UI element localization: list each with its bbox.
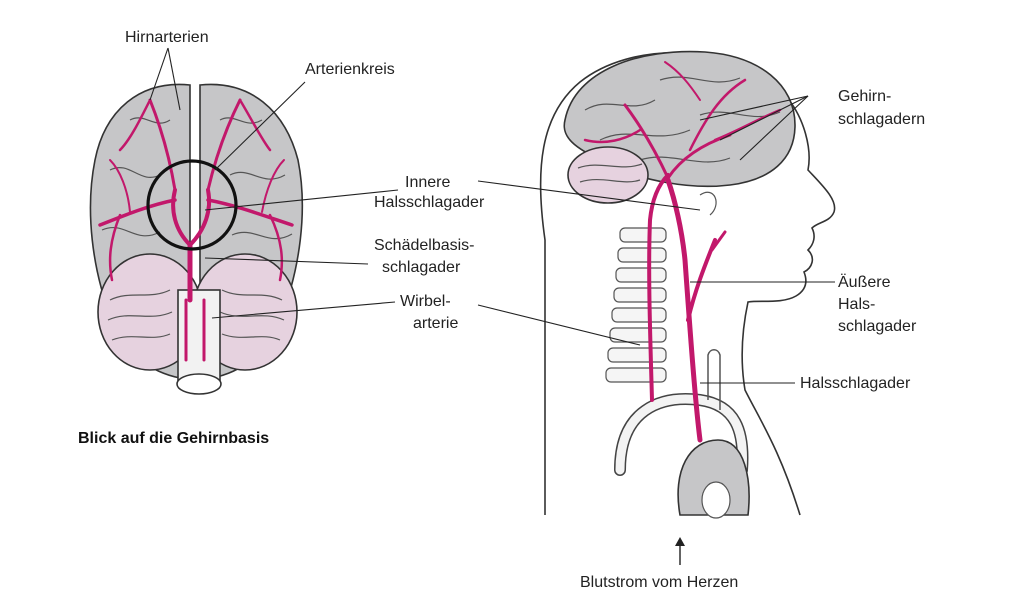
side-cerebellum [567,146,649,204]
label-carotid: Halsschlagader [800,375,911,392]
label-internal-carotid-1: Innere [405,174,450,191]
arrow-up-icon [675,537,685,565]
label-cerebral-arteries: Hirnarterien [125,29,209,46]
brainstem [177,289,221,383]
caption-brain-base: Blick auf die Gehirnbasis [78,430,269,447]
head-profile-illustration [539,50,836,519]
right-leaders [477,95,835,384]
label-blood-flow: Blutstrom vom Herzen [580,574,738,591]
label-basilar-1: Schädelbasis- [374,237,475,254]
label-basilar-2: schlagader [382,259,461,276]
left-leaders [149,47,399,319]
label-external-carotid-1: Äußere [838,273,891,291]
label-arterial-circle: Arterienkreis [305,61,395,78]
label-vertebral-2: arterie [413,315,458,332]
label-vertebral-1: Wirbel- [400,293,451,310]
label-external-carotid-3: schlagader [838,318,917,335]
brain-base-illustration [89,83,304,395]
spinal-cord-section [176,373,222,395]
heart [677,439,750,516]
arterial-circle-ring [146,159,238,251]
label-external-carotid-2: Hals- [838,296,875,313]
label-internal-carotid-2: Halsschlagader [374,194,485,211]
label-brain-arteries-1: Gehirn- [838,88,891,105]
label-brain-arteries-2: schlagadern [838,111,925,128]
